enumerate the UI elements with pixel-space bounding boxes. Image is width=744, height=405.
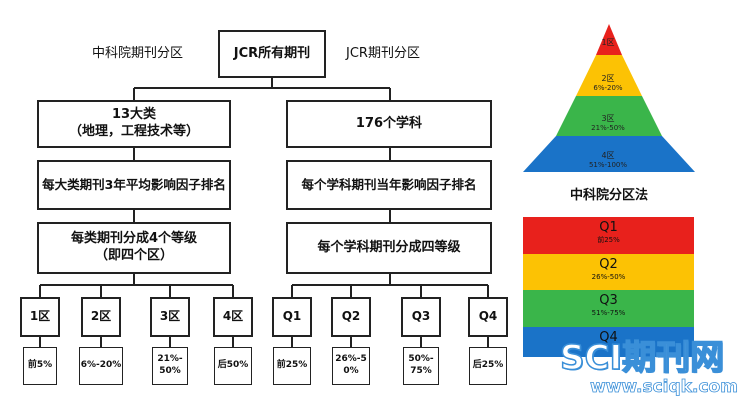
- quartile-band-q1-range: 前25%: [597, 236, 620, 244]
- pyramid-level-3: [556, 96, 662, 136]
- jcr-subjects-label: 176个学科: [355, 115, 423, 131]
- jcr-ranking-box: 每个学科期刊当年影响因子排名: [286, 160, 492, 210]
- watermark-url: www.sciqk.com: [590, 377, 739, 398]
- jcr-q4-range: 后25%: [472, 360, 504, 371]
- quartile-band-q3-range: 51%-75%: [591, 309, 626, 317]
- cas-category-count: 13大类: [111, 107, 157, 123]
- root-box: JCR所有期刊: [218, 30, 326, 78]
- cas-tier-3-range-box: 21%-50%: [152, 347, 188, 385]
- pyramid-level-2-name: 2区: [601, 74, 615, 83]
- cas-category-box: 13大类 （地理，工程技术等）: [37, 100, 231, 148]
- jcr-q3-range: 50%-75%: [408, 354, 434, 376]
- cas-tier-3-box: 3区: [150, 297, 190, 337]
- quartile-band-q3-name: Q3: [599, 293, 618, 308]
- quartile-band-q1-name: Q1: [599, 220, 618, 235]
- pyramid-level-1-name: 1区: [601, 38, 615, 47]
- cas-division-box: 每类期刊分成4个等级 （即四个区）: [37, 222, 231, 274]
- cas-ranking-label: 每大类期刊3年平均影响因子排名: [42, 176, 226, 192]
- cas-ranking-box: 每大类期刊3年平均影响因子排名: [37, 160, 231, 210]
- cas-tier-2-label: 2区: [90, 309, 112, 324]
- pyramid-caption: 中科院分区法: [570, 188, 649, 203]
- jcr-q1-range-box: 前25%: [273, 347, 311, 385]
- cas-tier-4-box: 4区: [213, 297, 253, 337]
- pyramid-level-4-name: 4区: [601, 151, 615, 160]
- jcr-q3-box: Q3: [401, 297, 441, 337]
- jcr-q3-range-box: 50%-75%: [403, 347, 439, 385]
- cas-tier-4-label: 4区: [222, 309, 244, 324]
- jcr-q2-label: Q2: [341, 309, 361, 324]
- quartile-band-q2-range: 26%-50%: [591, 273, 626, 281]
- cas-tier-1-range: 前5%: [27, 360, 53, 371]
- jcr-q4-range-box: 后25%: [469, 347, 507, 385]
- cas-tier-2-box: 2区: [81, 297, 121, 337]
- pyramid-level-3-range: 21%-50%: [591, 124, 625, 132]
- jcr-ranking-label: 每个学科期刊当年影响因子排名: [301, 176, 477, 192]
- cas-division-label: 每类期刊分成4个等级: [70, 231, 198, 247]
- cas-tier-1-range-box: 前5%: [23, 347, 57, 385]
- jcr-q4-box: Q4: [468, 297, 508, 337]
- jcr-q2-box: Q2: [331, 297, 371, 337]
- jcr-q1-box: Q1: [272, 297, 312, 337]
- cas-tier-4-range-box: 后50%: [214, 347, 252, 385]
- cas-pyramid: [523, 24, 695, 172]
- jcr-q1-range: 前25%: [276, 360, 308, 371]
- pyramid-level-4: [523, 136, 695, 172]
- jcr-q4-label: Q4: [478, 309, 498, 324]
- cas-partition-label: 中科院期刊分区: [92, 46, 184, 61]
- pyramid-level-1: [596, 24, 622, 55]
- jcr-subjects-box: 176个学科: [286, 100, 492, 148]
- cas-tier-3-range: 21%-50%: [157, 354, 183, 376]
- jcr-q1-label: Q1: [282, 309, 302, 324]
- cas-tier-2-range-box: 6%-20%: [79, 347, 123, 385]
- pyramid-level-2-range: 6%-20%: [593, 84, 623, 92]
- cas-tier-4-range: 后50%: [217, 360, 249, 371]
- pyramid-level-1-text: 1区: [593, 38, 623, 48]
- jcr-q3-label: Q3: [411, 309, 431, 324]
- pyramid-level-2: [576, 55, 642, 96]
- root-label: JCR所有期刊: [233, 45, 311, 61]
- jcr-division-box: 每个学科期刊分成四等级: [286, 222, 492, 274]
- jcr-q2-range-box: 26%-50%: [332, 347, 370, 385]
- cas-tier-1-box: 1区: [20, 297, 60, 337]
- cas-division-note: （即四个区）: [94, 248, 173, 263]
- cas-category-examples: （地理，工程技术等）: [68, 124, 199, 139]
- quartile-band-q2-name: Q2: [599, 257, 618, 272]
- jcr-partition-label: JCR期刊分区: [346, 46, 420, 61]
- jcr-division-label: 每个学科期刊分成四等级: [317, 239, 461, 255]
- quartile-band-q4: Q4: [523, 327, 694, 357]
- cas-tier-2-range: 6%-20%: [80, 360, 122, 371]
- quartile-band-q4-name: Q4: [599, 330, 618, 345]
- watermark-title: SCI期刊网: [559, 337, 725, 379]
- cas-tier-1-label: 1区: [29, 309, 51, 324]
- jcr-q2-range: 26%-50%: [335, 354, 367, 376]
- pyramid-level-3-name: 3区: [601, 114, 615, 123]
- pyramid-level-4-range: 51%-100%: [588, 161, 628, 169]
- cas-tier-3-label: 3区: [159, 309, 181, 324]
